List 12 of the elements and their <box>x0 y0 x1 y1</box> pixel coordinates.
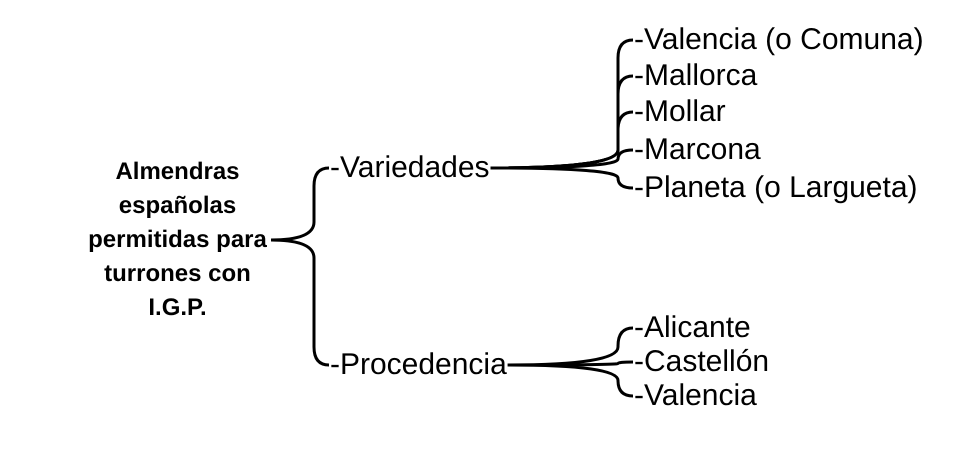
item-text: -Procedencia <box>330 347 507 383</box>
item-text: -Planeta (o Largueta) <box>634 170 918 206</box>
item-text: -Valencia <box>634 378 757 414</box>
item-text: -Variedades <box>330 150 490 186</box>
item-text: -Marcona <box>634 132 761 168</box>
item-text: -Mollar <box>634 94 726 130</box>
item-text: -Mallorca <box>634 58 758 94</box>
topic-text: Almendras españolas permitidas para turrones con I.G.P. <box>85 155 270 325</box>
item-text: -Valencia (o Comuna) <box>634 22 924 58</box>
brace-connector <box>490 166 634 190</box>
item-text: -Alicante <box>634 310 751 346</box>
item-text: -Castellón <box>634 344 770 380</box>
